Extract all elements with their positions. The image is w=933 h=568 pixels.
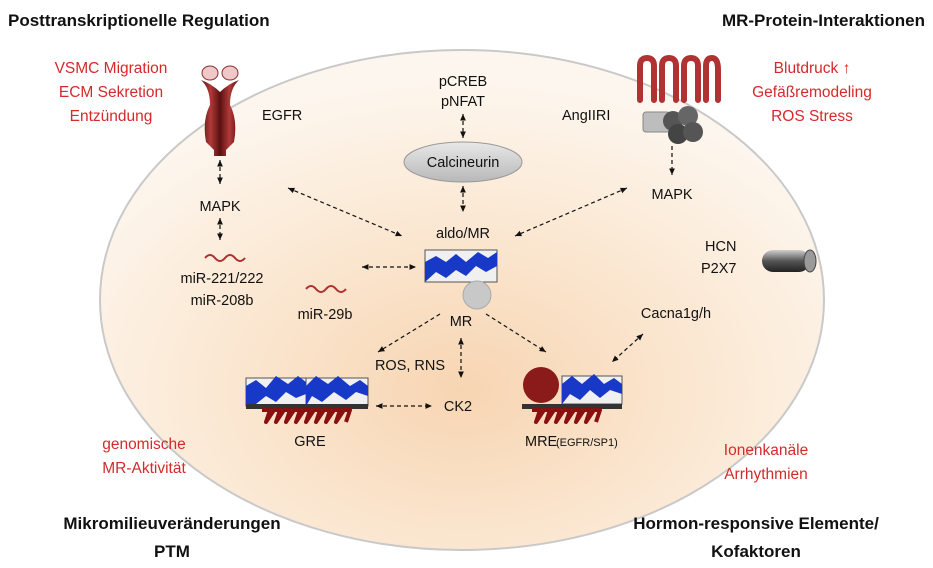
note-gefaessremodeling: Gefäßremodeling	[752, 84, 872, 101]
label-mr: MR	[450, 314, 473, 330]
label-ros-rns: ROS, RNS	[375, 358, 445, 374]
note-vsmc: VSMC Migration	[55, 60, 168, 77]
label-mapk-right: MAPK	[651, 187, 692, 203]
heading-bottom-left-1: Mikromilieuveränderungen	[63, 514, 280, 533]
mirna-wave-icon-2	[305, 285, 347, 293]
cell-body	[99, 49, 825, 551]
label-mir208: miR-208b	[191, 293, 254, 309]
label-angiiri: AngIIRI	[562, 108, 610, 124]
note-entzuendung: Entzündung	[70, 108, 153, 125]
arrow-mr-gre	[377, 313, 441, 353]
calcineurin-node	[403, 141, 523, 183]
ion-channel-icon	[762, 249, 817, 273]
heading-bottom-right-1: Hormon-responsive Elemente/	[633, 514, 879, 533]
label-egfr: EGFR	[262, 108, 302, 124]
label-mapk-left: MAPK	[199, 199, 240, 215]
label-pcreb: pCREB	[439, 74, 487, 90]
note-ros-stress: ROS Stress	[771, 108, 853, 125]
note-mr-aktivitaet: MR-Aktivität	[102, 460, 186, 477]
heading-top-left: Posttranskriptionelle Regulation	[8, 11, 270, 30]
label-calcineurin: Calcineurin	[427, 155, 500, 171]
label-mir29: miR-29b	[298, 307, 353, 323]
note-genomische: genomische	[102, 436, 186, 453]
mre-complex-icon	[522, 367, 623, 424]
arrow-mr-mre	[485, 313, 547, 353]
note-arrhythmien: Arrhythmien	[724, 466, 808, 483]
note-blutdruck: Blutdruck ↑	[774, 60, 851, 77]
note-ionenkanaele: Ionenkanäle	[724, 442, 808, 459]
label-aldo-mr: aldo/MR	[436, 226, 490, 242]
label-mre-sub: (EGFR/SP1)	[556, 437, 618, 449]
note-ecm: ECM Sekretion	[59, 84, 163, 101]
label-ck2: CK2	[444, 399, 472, 415]
mirna-wave-icon-1	[204, 254, 246, 262]
label-mir221: miR-221/222	[180, 271, 263, 287]
heading-bottom-left-2: PTM	[154, 542, 190, 561]
gre-complex-icon	[245, 376, 369, 424]
label-pnfat: pNFAT	[441, 94, 485, 110]
egfr-receptor-icon	[201, 65, 239, 156]
label-cacna: Cacna1g/h	[641, 306, 711, 322]
arrow-mapkright-aldomr	[514, 187, 628, 237]
aldo-mr-complex-icon	[424, 249, 498, 310]
label-hcn: HCN	[705, 239, 736, 255]
heading-top-right: MR-Protein-Interaktionen	[722, 11, 925, 30]
angii-receptor-icon	[637, 54, 721, 144]
label-mre: MRE	[525, 434, 558, 450]
label-gre: GRE	[294, 434, 326, 450]
label-p2x7: P2X7	[701, 261, 736, 277]
heading-bottom-right-2: Kofaktoren	[711, 542, 801, 561]
